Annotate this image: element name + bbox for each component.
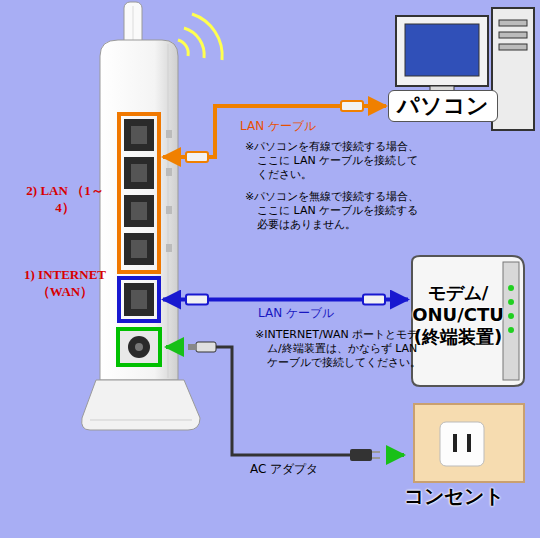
- node-text: モデム/ ONU/CTU (終端装置): [412, 282, 504, 348]
- note-text: ※パソコンを無線で接続する場合、ここに LAN ケーブルを接続する必要はありませ…: [245, 190, 425, 232]
- cable-plug: [186, 152, 208, 162]
- note-text: ※INTERNET/WAN ポートとモデム/終端装置は、かならず LAN ケーブ…: [255, 328, 423, 370]
- router: [82, 2, 200, 430]
- computer: [396, 8, 534, 130]
- note-text: ※パソコンを有線で接続する場合、ここに LAN ケーブルを接続してください。: [245, 140, 425, 182]
- wifi-waves: [178, 14, 222, 60]
- wan-port: 1) INTERNET （WAN）: [117, 276, 161, 323]
- modem-label: モデム/ ONU/CTU (終端装置): [410, 280, 506, 350]
- computer-label: パソコン: [388, 90, 498, 122]
- wall-outlet: [414, 404, 524, 482]
- modem: [412, 256, 524, 386]
- cable-plug: [363, 295, 385, 305]
- cable-plug: [186, 295, 208, 305]
- node-text: 1) INTERNET （WAN）: [23, 266, 107, 300]
- edge-label: LAN ケーブル: [258, 306, 334, 321]
- lan-ports: 2) LAN （1～4）: [117, 112, 161, 274]
- cable-label: AC アダプタ: [250, 462, 360, 476]
- node-text: パソコン: [397, 93, 489, 119]
- node-text: コンセント: [404, 484, 504, 508]
- edge-label: LAN ケーブル: [240, 119, 316, 134]
- outlet-label: コンセント: [400, 483, 508, 509]
- cable-plug: [341, 101, 363, 111]
- node-text: 2) LAN （1～4）: [23, 182, 107, 216]
